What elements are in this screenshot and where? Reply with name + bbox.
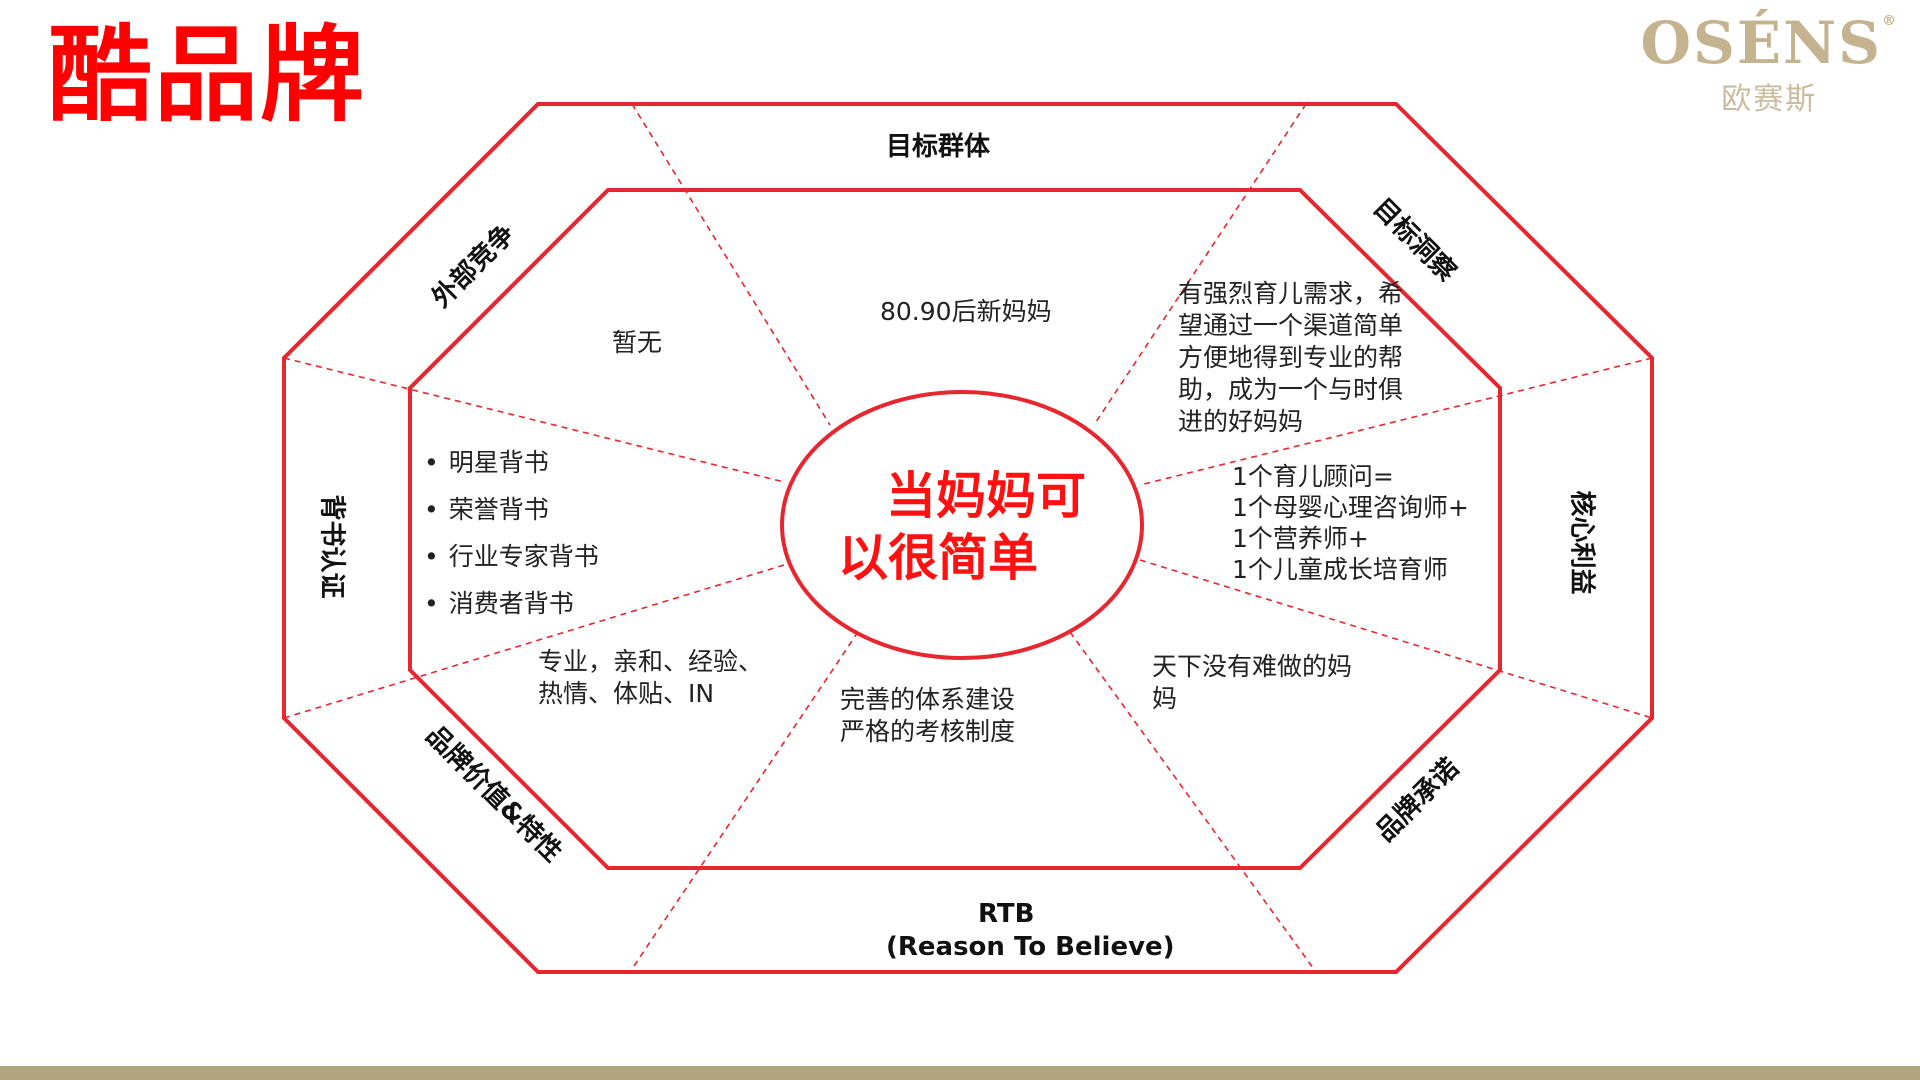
benefit-line-3: 1个营养师+ [1232, 524, 1369, 553]
footer-bar [0, 1066, 1920, 1080]
benefit-line-1: 1个育儿顾问= [1232, 462, 1394, 491]
benefit-line-2: 1个母婴心理咨询师+ [1232, 493, 1469, 522]
label-core-benefit: 核心利益 [1566, 490, 1597, 595]
logo-registered-mark: ® [1882, 13, 1898, 29]
brand-logo: OSÉNS® 欧赛斯 [1640, 14, 1898, 118]
outer-octagon [282, 102, 1654, 974]
content-rtb: 完善的体系建设 严格的考核制度 [840, 684, 1015, 748]
list-item: 荣誉背书 [424, 486, 599, 533]
rtb-line-1: 完善的体系建设 [840, 685, 1016, 714]
divider-bottom-right [1069, 631, 1317, 973]
logo-chinese: 欧赛斯 [1721, 82, 1818, 117]
benefit-line-4: 1个儿童成长培育师 [1232, 555, 1448, 584]
divider-right-bottom [1139, 559, 1653, 719]
rtb-line-2: 严格的考核制度 [840, 717, 1016, 746]
content-target-group: 80.90后新妈妈 [880, 297, 1052, 326]
label-rtb: RTB [978, 899, 1035, 929]
content-brand-value: 专业，亲和、经验、 热情、体贴、IN [538, 646, 763, 710]
content-core-benefit: 1个育儿顾问= 1个母婴心理咨询师+ 1个营养师+ 1个儿童成长培育师 [1232, 461, 1469, 585]
content-target-insight: 有强烈育儿需求，希望通过一个渠道简单方便地得到专业的帮助，成为一个与时俱进的好妈… [1178, 279, 1404, 436]
page-title: 酷品牌 [48, 14, 367, 136]
label-rtb-full: (Reason To Believe) [886, 932, 1175, 962]
divider-bottom-left [629, 631, 859, 973]
center-slogan-line1: 当妈妈可 [886, 467, 1086, 525]
segment-dividers [283, 103, 1653, 973]
label-endorsement: 背书认证 [316, 494, 347, 599]
divider-top-right [1093, 103, 1307, 426]
divider-top-left [631, 103, 831, 426]
label-target-group: 目标群体 [886, 132, 991, 162]
divider-left-top [283, 357, 785, 483]
logo-word: OSÉNS [1640, 9, 1882, 77]
inner-octagon [408, 188, 1502, 870]
content-external-competition: 暂无 [612, 328, 663, 357]
brand-value-line-2: 热情、体贴、IN [538, 679, 715, 708]
center-slogan-line2: 以很简单 [838, 529, 1038, 587]
list-item: 消费者背书 [424, 580, 599, 627]
center-ellipse [780, 390, 1144, 660]
content-brand-promise: 天下没有难做的妈妈 [1152, 652, 1353, 713]
endorsement-list: 明星背书 荣誉背书 行业专家背书 消费者背书 [424, 439, 599, 627]
brand-value-line-1: 专业，亲和、经验、 [538, 647, 764, 676]
list-item: 明星背书 [424, 439, 599, 486]
list-item: 行业专家背书 [424, 533, 599, 580]
